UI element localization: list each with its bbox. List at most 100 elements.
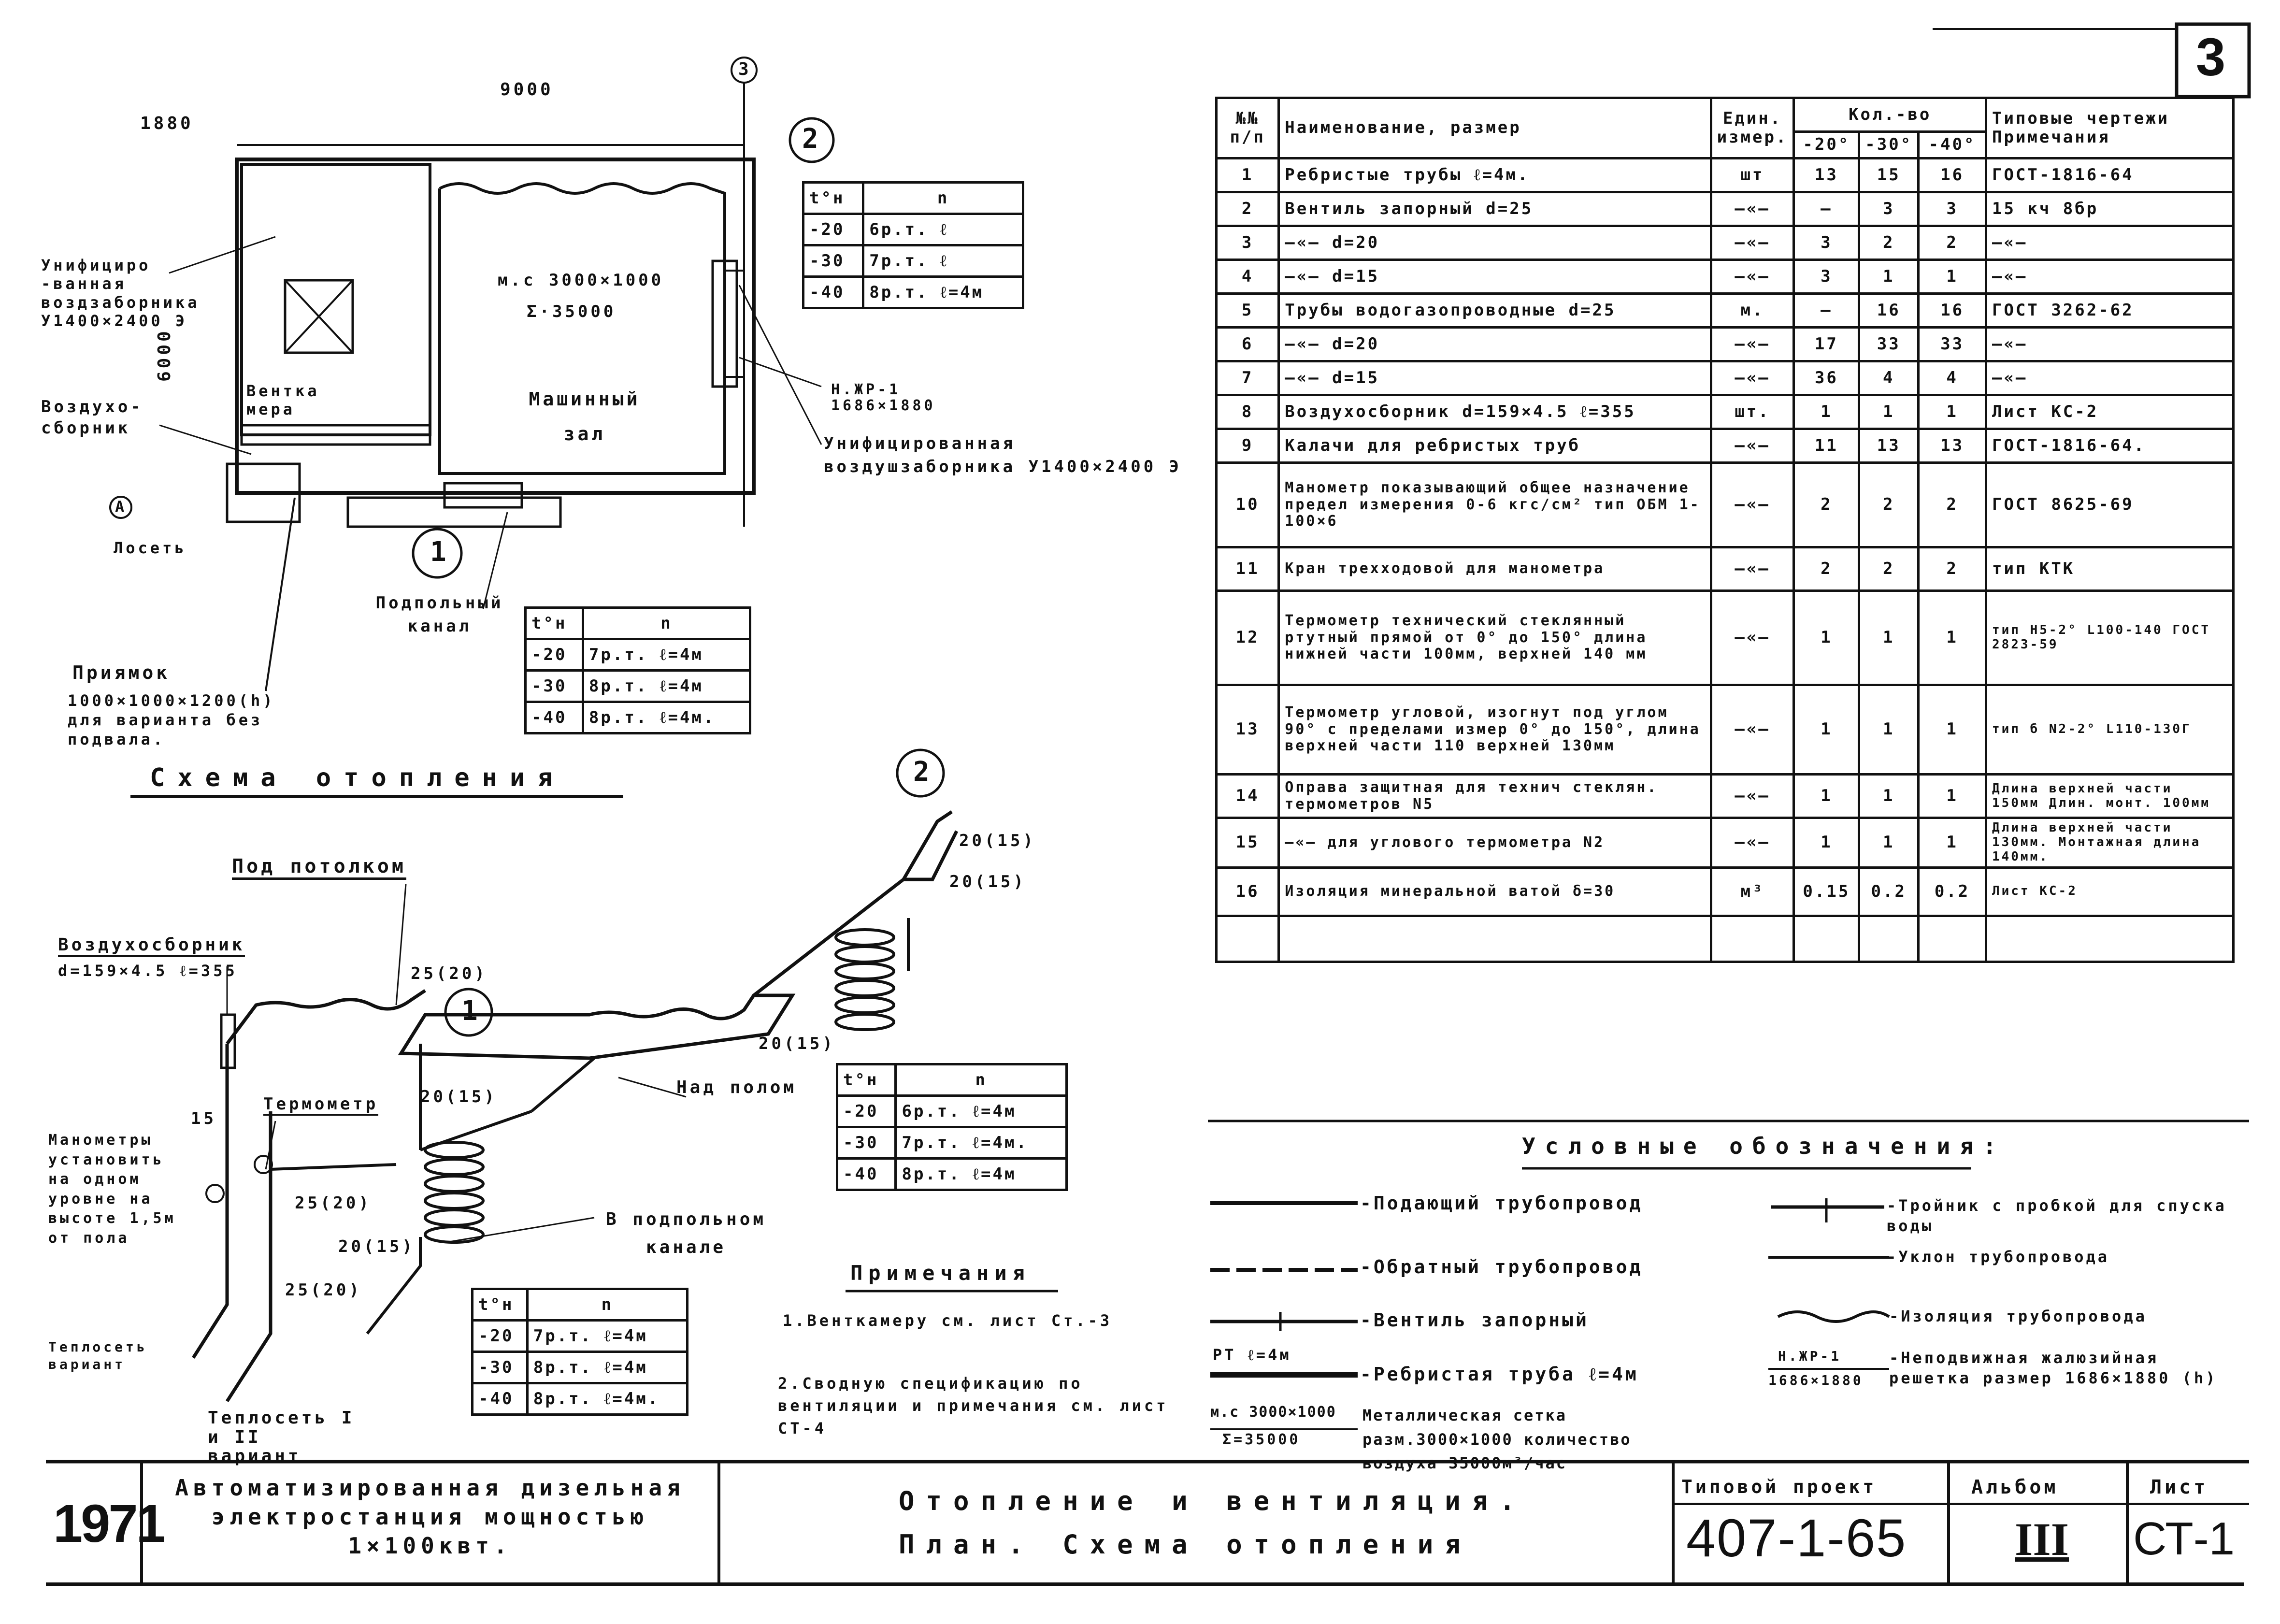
pipe-size-label: 25(20) [285, 1280, 362, 1300]
legend-title: Условные обозначения: [1522, 1133, 2006, 1159]
label-in-floor-channel: В подпольном канале [605, 1209, 767, 1257]
spec-cell-a: 1 [1792, 684, 1861, 776]
label-vent-chamber: Вентка мера [246, 382, 320, 419]
spec-cell-num: 4 [1215, 259, 1280, 295]
spec-cell-ref: Длина верхней части 150мм Длин. монт. 10… [1984, 773, 2235, 819]
pipe-size-label: 25(20) [411, 964, 488, 983]
title-project-desc: Автоматизированная дизельная электростан… [175, 1475, 685, 1559]
title-block-label-rule [1672, 1503, 2249, 1505]
plan-dim-top: 9000 [500, 80, 554, 100]
table-cell: -30 [471, 1351, 529, 1384]
spec-cell-num: 13 [1215, 684, 1280, 776]
spec-cell-ref: —«— [1984, 326, 2235, 362]
scheme-mark-2: 2 [913, 756, 932, 788]
notes-item-2: 2.Сводную спецификацию по вентиляции и п… [778, 1374, 1169, 1437]
spec-cell-unit: —«— [1709, 259, 1795, 295]
table-cell: 8р.т. ℓ=4м [526, 1351, 689, 1384]
spec-cell-a: — [1792, 292, 1861, 329]
spec-cell-name: Термометр угловой, изогнут под углом 90°… [1277, 684, 1712, 776]
spec-cell-c: 4 [1917, 360, 1987, 396]
notes-item-1: 1.Венткамеру см. лист Ст.-3 [783, 1311, 1113, 1330]
spec-cell-c: 2 [1917, 225, 1987, 261]
spec-cell-unit: —«— [1709, 360, 1795, 396]
legend-mesh-pre1: м.с 3000×1000 [1210, 1404, 1336, 1421]
spec-cell-ref: ГОСТ 8625-69 [1984, 461, 2235, 548]
table-cell: 6р.т. ℓ [862, 213, 1024, 246]
legend-tee: -Тройник с пробкой для спуска воды [1887, 1196, 2227, 1235]
spec-cell-unit: —«— [1709, 461, 1795, 548]
spec-cell-name: Трубы водогазопроводные d=25 [1277, 292, 1712, 329]
spec-cell-name: Ребристые трубы ℓ=4м. [1277, 157, 1712, 193]
notes-title: Примечания [850, 1261, 1031, 1285]
spec-cell-c: 33 [1917, 326, 1987, 362]
spec-cell-name: Вентиль запорный d=25 [1277, 191, 1712, 227]
spec-header-unit: Един. измер. [1709, 97, 1795, 159]
spec-cell-num: 2 [1215, 191, 1280, 227]
table-header-n: n [581, 606, 752, 640]
spec-cell-name: Калачи для ребристых труб [1277, 428, 1712, 464]
label-heat-network-plan: Лосеть [114, 539, 187, 557]
spec-cell-b: 1 [1858, 684, 1920, 776]
spec-cell-ref: —«— [1984, 225, 2235, 261]
spec-cell-a: 3 [1792, 259, 1861, 295]
spec-cell-a: 1 [1792, 817, 1861, 869]
pipe-size-label: 20(15) [949, 872, 1026, 891]
legend-slope: -Уклон трубопровода [1887, 1248, 2110, 1266]
title-block-project-cell [140, 1462, 720, 1582]
title-line-2: План. Схема отопления [899, 1529, 1472, 1560]
label-nzhr: Н.ЖР-1 1686×1880 [831, 381, 936, 414]
spec-cell-b: 13 [1858, 428, 1920, 464]
spec-cell-num: 12 [1215, 589, 1280, 686]
spec-cell-ref: Лист КС-2 [1984, 866, 2235, 917]
sheet-corner-number: 3 [2196, 28, 2226, 87]
label-floor-channel: Подпольный канал [375, 593, 504, 636]
spec-cell-name: —«— для углового термометра N2 [1277, 817, 1712, 869]
table-header-t: t°н [524, 606, 584, 640]
spec-cell-b: 1 [1858, 259, 1920, 295]
spec-cell-a: 0.15 [1792, 866, 1861, 917]
table-cell: 8р.т. ℓ=4м [894, 1157, 1068, 1191]
type-project-value: 407-1-65 [1686, 1509, 1907, 1568]
spec-cell-ref: тип Н5-2° L100-140 ГОСТ 2823-59 [1984, 589, 2235, 686]
label-air-collector-scheme: Воздухосборник [58, 935, 245, 957]
spec-cell-unit: —«— [1709, 546, 1795, 592]
plan-dim-1880: 1880 [140, 114, 194, 133]
spec-cell-unit: —«— [1709, 589, 1795, 686]
specification-table: №№ п/п Наименование, размер Един. измер.… [1215, 97, 2235, 963]
spec-cell-name: Оправа защитная для технич стеклян. терм… [1277, 773, 1712, 819]
spec-cell-b: 4 [1858, 360, 1920, 396]
spec-cell-unit: —«— [1709, 191, 1795, 227]
table-cell: 7р.т. ℓ=4м [581, 638, 752, 672]
table-header-t: t°н [802, 181, 865, 215]
spec-cell-a: — [1792, 191, 1861, 227]
table-header-n: n [526, 1288, 689, 1322]
spec-cell-num: 15 [1215, 817, 1280, 869]
title-year: 1971 [53, 1494, 166, 1553]
spec-cell-c: 1 [1917, 394, 1987, 430]
label-air-collector-plan: Воздухо- сборник [41, 397, 143, 438]
spec-header-ref: Типовые чертежи Примечания [1984, 97, 2235, 159]
table-cell: -30 [802, 244, 865, 278]
spec-cell-c: 13 [1917, 428, 1987, 464]
spec-cell-unit: м. [1709, 292, 1795, 329]
spec-cell-name: —«— d=20 [1277, 326, 1712, 362]
legend-insulation: -Изоляция трубопровода [1889, 1307, 2147, 1325]
legend-supply: -Подающий трубопровод [1360, 1193, 1643, 1214]
spec-cell-num: 7 [1215, 360, 1280, 396]
legend-mesh: Металлическая сетка разм.3000×1000 колич… [1362, 1406, 1632, 1473]
spec-cell-num: 8 [1215, 394, 1280, 430]
spec-cell-ref: —«— [1984, 259, 2235, 295]
spec-cell-c: 1 [1917, 684, 1987, 776]
spec-cell-name: —«— d=15 [1277, 259, 1712, 295]
plan-dim-left: 6000 [155, 328, 174, 382]
table-cell: 7р.т. ℓ [862, 244, 1024, 278]
spec-cell-b: 1 [1858, 817, 1920, 869]
spec-cell-unit: —«— [1709, 428, 1795, 464]
